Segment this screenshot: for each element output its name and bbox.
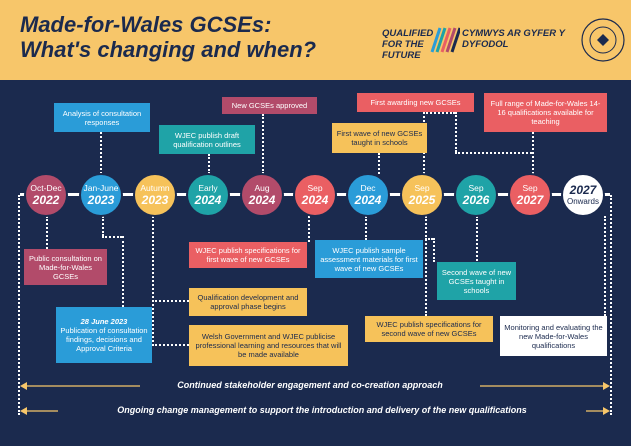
connector [152, 344, 189, 346]
qualified-for-the-future-logo: QUALIFIED FOR THE FUTURE [382, 28, 434, 61]
wjec-sample-box: WJEC publish sample assessment materials… [315, 240, 423, 278]
analysis-box: Analysis of consultation responses [54, 103, 150, 132]
connector [308, 216, 310, 242]
connector [122, 236, 124, 307]
connector [423, 112, 455, 114]
publication-box: 28 June 2023 Publication of consultation… [56, 307, 152, 363]
header-banner: Made-for-Wales GCSEs: What's changing an… [0, 0, 631, 80]
stripes-logo-icon [430, 27, 460, 53]
connector [610, 195, 612, 415]
connector [604, 216, 606, 316]
draft-outlines-box: WJEC publish draft qualification outline… [159, 125, 255, 154]
wjec-spec-first-box: WJEC publish specifications for first wa… [189, 242, 307, 268]
qualifications-wales-seal-icon [581, 18, 625, 62]
ongoing-change-text: Ongoing change management to support the… [117, 405, 527, 415]
connector [208, 154, 210, 174]
wjec-spec-second-box: WJEC publish specifications for second w… [365, 316, 493, 342]
connector [378, 153, 380, 174]
connector [365, 216, 367, 240]
monitoring-box: Monitoring and evaluating the new Made-f… [500, 316, 607, 356]
connector [100, 132, 102, 174]
connector [152, 300, 189, 302]
first-awarding-box: First awarding new GCSEs [357, 93, 474, 112]
connector [46, 216, 48, 249]
public-consultation-box: Public consultation on Made-for-Wales GC… [24, 249, 107, 285]
connector [262, 114, 264, 174]
first-wave-taught-box: First wave of new GCSEs taught in school… [332, 123, 427, 153]
qualification-development-box: Qualification development and approval p… [189, 288, 307, 316]
continued-engagement-text: Continued stakeholder engagement and co-… [177, 380, 443, 390]
connector [476, 216, 478, 261]
connector [532, 132, 534, 174]
welsh-government-box: Welsh Government and WJEC publicise prof… [189, 325, 348, 366]
connector [455, 112, 457, 152]
bottom-arrows [20, 382, 610, 415]
connector [18, 195, 20, 415]
second-wave-box: Second wave of new GCSEs taught in schoo… [437, 262, 516, 300]
publication-text: Publication of consultation findings, de… [60, 326, 148, 353]
publication-date: 28 June 2023 [80, 317, 128, 326]
cymwys-logo: CYMWYS AR GYFER Y DYFODOL [462, 28, 565, 50]
connector [152, 216, 154, 346]
connector [425, 216, 427, 316]
new-gcses-approved-box: New GCSEs approved [222, 97, 317, 114]
connector [102, 236, 122, 238]
page-title: Made-for-Wales GCSEs: What's changing an… [20, 12, 317, 62]
connector [102, 216, 104, 236]
full-range-box: Full range of Made-for-Wales 14-16 quali… [484, 93, 607, 132]
connector [425, 238, 433, 240]
connector [433, 238, 435, 262]
connector [455, 152, 532, 154]
